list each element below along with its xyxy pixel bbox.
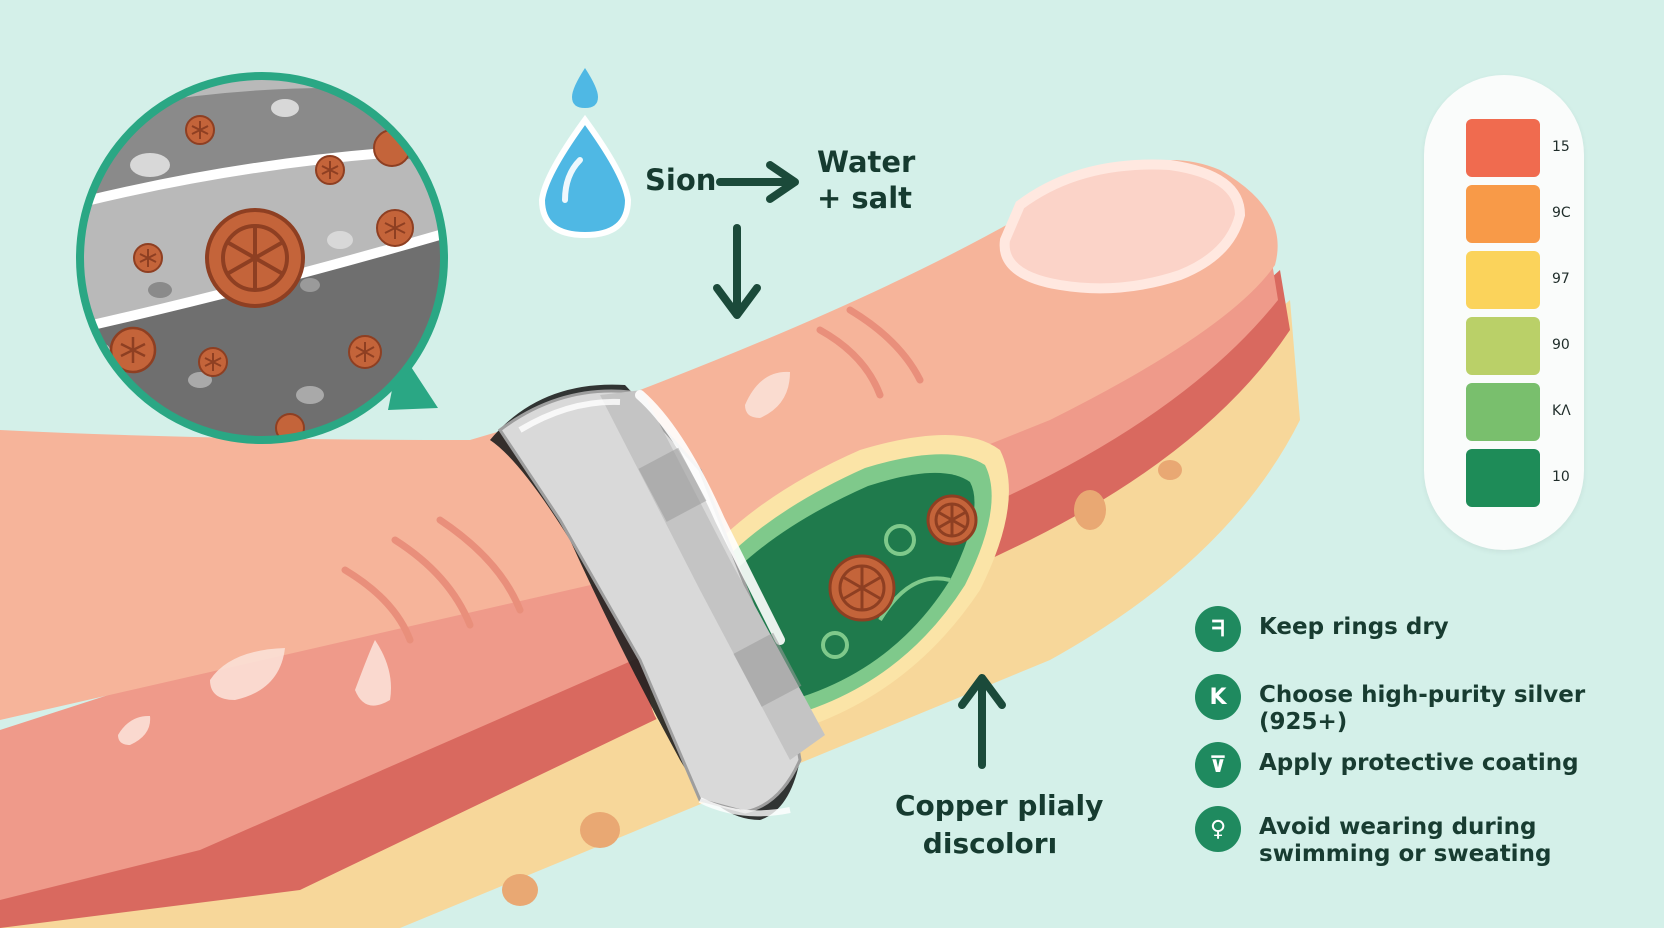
scale-label: 15 — [1552, 139, 1570, 155]
avoid-swim-icon: ♀ — [1195, 806, 1241, 852]
silver-ring — [490, 384, 825, 820]
sweat-droplet — [118, 715, 151, 745]
arrow-down-icon — [713, 224, 761, 319]
water-drop-icon — [538, 68, 632, 239]
copper-particle-icon — [133, 243, 163, 273]
crease — [846, 306, 924, 384]
tip-item: K Choose high-purity silver (925+) — [1195, 674, 1629, 736]
label-water-salt: Water + salt — [817, 144, 915, 216]
tip-text: Apply protective coating — [1259, 750, 1579, 776]
crease — [391, 536, 474, 629]
tip-item: ♀ Avoid wearing during swimming or sweati… — [1195, 806, 1629, 868]
scale-label: ΚΛ — [1552, 403, 1571, 419]
ring-dry-icon: ᖷ — [1195, 606, 1241, 652]
scale-label: 97 — [1552, 271, 1570, 287]
label-water-line2: + salt — [817, 181, 913, 215]
scale-swatch — [1466, 317, 1540, 375]
silver-purity-icon: K — [1195, 674, 1241, 720]
copper-particle-icon — [348, 335, 382, 369]
scale-swatch — [1466, 185, 1540, 243]
magnified-view — [76, 72, 448, 444]
scale-swatch — [1466, 251, 1540, 309]
copper-particle-icon — [185, 115, 215, 145]
copper-particle-icon — [109, 326, 157, 374]
copper-particle-icon — [205, 208, 305, 308]
copper-particle-icon — [315, 155, 345, 185]
coating-icon: ⊽ — [1195, 742, 1241, 788]
label-sion: Sion — [645, 163, 717, 197]
label-water-line1: Water — [817, 145, 916, 179]
tip-text: Avoid wearing during swimming or sweatin… — [1259, 814, 1552, 867]
arrow-up-icon — [958, 674, 1006, 769]
copper-particle-icon — [376, 209, 414, 247]
crease — [341, 566, 414, 644]
scale-swatch — [1466, 119, 1540, 177]
tip-item: ᖷ Keep rings dry — [1195, 606, 1629, 652]
scale-swatch — [1466, 449, 1540, 507]
scale-label: 90 — [1552, 337, 1570, 353]
copper-particle-icon — [926, 494, 978, 546]
tip-item: ⊽ Apply protective coating — [1195, 742, 1629, 788]
fingernail — [999, 159, 1246, 294]
tip-text: Choose high-purity silver (925+) — [1259, 682, 1586, 735]
fat-blob — [1158, 460, 1182, 480]
scale-label: 9C — [1552, 205, 1571, 221]
label-copper-discoloration: Copper plialy discolorı — [895, 787, 1104, 863]
scale-label: 10 — [1552, 469, 1570, 485]
fat-blob — [1074, 490, 1106, 530]
fat-blob — [580, 812, 620, 848]
crease — [436, 516, 524, 614]
scale-swatch — [1466, 383, 1540, 441]
sweat-droplet — [210, 648, 285, 700]
label-copper-line2: discolorı — [922, 827, 1058, 860]
copper-particle-icon — [198, 347, 228, 377]
arrow-right-icon — [716, 161, 799, 203]
sweat-droplet — [355, 640, 391, 706]
fat-blob — [502, 874, 538, 906]
crease — [816, 326, 884, 399]
sweat-droplet — [745, 371, 790, 418]
label-copper-line1: Copper plialy — [895, 789, 1104, 822]
copper-particle-icon — [828, 554, 896, 622]
tip-text: Keep rings dry — [1259, 614, 1449, 640]
